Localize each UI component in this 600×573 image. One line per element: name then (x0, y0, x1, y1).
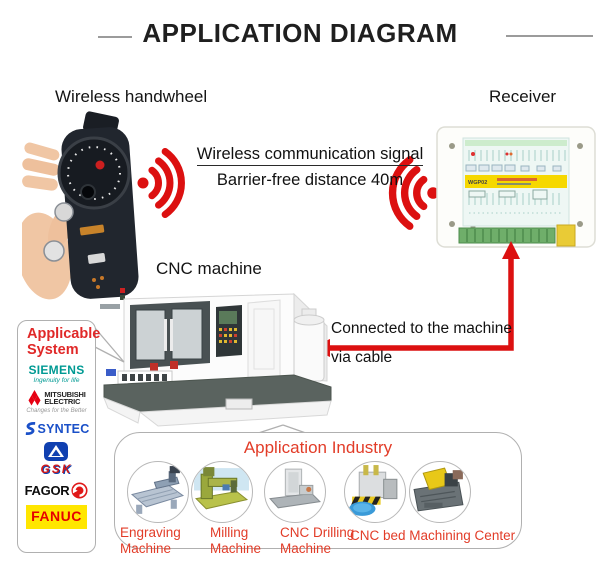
syntec-logo: SYNTEC (24, 421, 90, 436)
engraving-machine-label: Engraving Machine (120, 525, 181, 556)
handwheel-label: Wireless handwheel (55, 87, 208, 106)
gsk-logo: GSK (40, 442, 72, 476)
fanuc-name: FANUC (31, 508, 82, 525)
signal-text: Wireless communication signal Barrier-fr… (183, 145, 437, 190)
application-industry-title: Application Industry (243, 438, 393, 457)
applicable-system-panel: Applicable System SIEMENS Ingenuity for … (17, 320, 100, 553)
machining-center-image (413, 467, 464, 512)
fanuc-logo: FANUC (26, 505, 87, 530)
svg-text:WGP02: WGP02 (468, 180, 487, 186)
wifi-signal-left-icon (137, 148, 185, 218)
milling-machine-image (194, 467, 249, 510)
receiver-image: WGP02 (436, 126, 596, 248)
handwheel-image (22, 111, 139, 300)
engraving-machine-image (130, 466, 185, 514)
mitsubishi-logo: MITSUBISHI ELECTRIC (27, 389, 86, 407)
engraving-machine-thumb (127, 461, 189, 523)
cnc-drilling-machine-label: CNC Drilling Machine (280, 525, 355, 556)
cnc-machine-label: CNC machine (156, 259, 262, 278)
connection-text-line2: via cable (331, 349, 393, 366)
milling-machine-thumb (191, 461, 253, 523)
receiver-label: Receiver (489, 87, 557, 106)
applicable-system-title: Applicable System (27, 326, 101, 359)
cnc-bed-machining-center-label: CNC bed Machining Center (350, 528, 516, 543)
cnc-bed-thumb (344, 461, 406, 523)
cnc-machine-image (100, 288, 332, 427)
applicable-system-callout-tail (94, 327, 125, 363)
cnc-drilling-machine-image (269, 468, 322, 509)
siemens-tagline: Ingenuity for life (33, 377, 80, 385)
title-rule-left (98, 36, 132, 38)
cnc-bed-image (349, 465, 398, 516)
gsk-emblem-icon (44, 442, 69, 462)
fagor-name: FAGOR (24, 483, 70, 499)
connection-text-line1: Connected to the machine (331, 320, 512, 337)
fagor-swirl-icon (71, 482, 88, 499)
signal-text-line2: Barrier-free distance 40m (216, 171, 404, 189)
page-title: APPLICATION DIAGRAM (142, 18, 458, 48)
gsk-name: GSK (40, 462, 73, 477)
syntec-s-icon (25, 422, 35, 436)
signal-text-line1: Wireless communication signal (196, 145, 424, 166)
wifi-signal-right-icon (388, 156, 439, 230)
siemens-logo: SIEMENS (28, 363, 85, 378)
cnc-drilling-machine-thumb (264, 461, 326, 523)
fagor-logo: FAGOR (25, 482, 89, 499)
mitsubishi-tagline: Changes for the Better (26, 408, 87, 415)
title-rule-right (506, 35, 593, 37)
syntec-name: SYNTEC (37, 421, 90, 436)
mitsubishi-name: MITSUBISHI ELECTRIC (44, 389, 86, 407)
machining-center-thumb (409, 461, 471, 523)
mitsubishi-diamonds-icon (28, 390, 41, 406)
milling-machine-label: Milling Machine (210, 525, 262, 556)
